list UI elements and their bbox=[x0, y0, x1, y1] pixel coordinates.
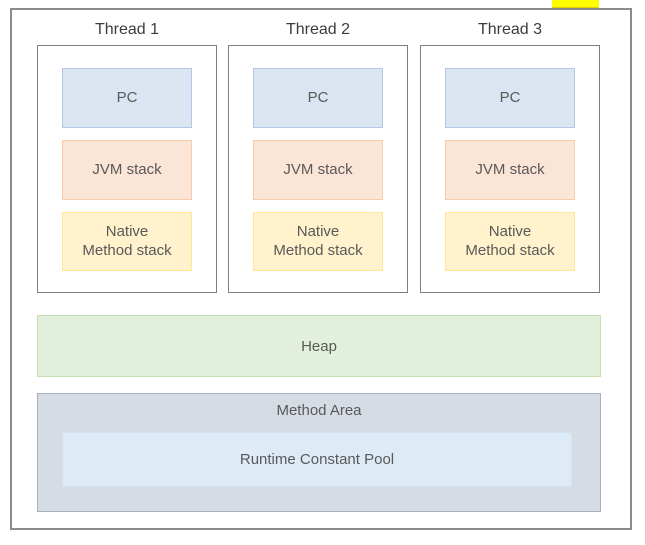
native-method-stack-box: Native Method stack bbox=[253, 212, 383, 271]
thread-2-label: Thread 2 bbox=[285, 21, 351, 38]
pc-label: PC bbox=[116, 88, 138, 106]
jvm-stack-label: JVM stack bbox=[475, 160, 545, 178]
thread-3-column: Thread 3 PC JVM stack Native Method stac… bbox=[420, 18, 600, 293]
pc-label: PC bbox=[499, 88, 521, 106]
native-method-stack-box: Native Method stack bbox=[445, 212, 575, 271]
thread-3-box: PC JVM stack Native Method stack bbox=[420, 45, 600, 293]
thread-1-label: Thread 1 bbox=[94, 21, 160, 38]
thread-2-box: PC JVM stack Native Method stack bbox=[228, 45, 408, 293]
jvm-stack-label: JVM stack bbox=[92, 160, 162, 178]
native-method-stack-box: Native Method stack bbox=[62, 212, 192, 271]
pc-box: PC bbox=[62, 68, 192, 128]
yellow-highlight-marker bbox=[552, 0, 599, 8]
pc-box: PC bbox=[253, 68, 383, 128]
runtime-constant-pool-label: Runtime Constant Pool bbox=[239, 451, 395, 468]
heap-label: Heap bbox=[301, 337, 337, 355]
thread-3-label: Thread 3 bbox=[477, 21, 543, 38]
jvm-stack-box: JVM stack bbox=[62, 140, 192, 200]
pc-label: PC bbox=[307, 88, 329, 106]
native-method-stack-label: Native Method stack bbox=[273, 222, 363, 259]
jvm-stack-label: JVM stack bbox=[283, 160, 353, 178]
diagram-frame: Thread 1 PC JVM stack Native Method stac… bbox=[10, 8, 632, 530]
method-area-label: Method Area bbox=[276, 402, 362, 419]
jvm-stack-box: JVM stack bbox=[445, 140, 575, 200]
thread-1-column: Thread 1 PC JVM stack Native Method stac… bbox=[37, 18, 217, 293]
method-area-box: Method Area Runtime Constant Pool bbox=[37, 393, 601, 512]
native-method-stack-label: Native Method stack bbox=[82, 222, 172, 259]
runtime-constant-pool-box: Runtime Constant Pool bbox=[62, 432, 572, 487]
jvm-stack-box: JVM stack bbox=[253, 140, 383, 200]
thread-2-column: Thread 2 PC JVM stack Native Method stac… bbox=[228, 18, 408, 293]
native-method-stack-label: Native Method stack bbox=[465, 222, 555, 259]
pc-box: PC bbox=[445, 68, 575, 128]
thread-1-box: PC JVM stack Native Method stack bbox=[37, 45, 217, 293]
heap-box: Heap bbox=[37, 315, 601, 377]
